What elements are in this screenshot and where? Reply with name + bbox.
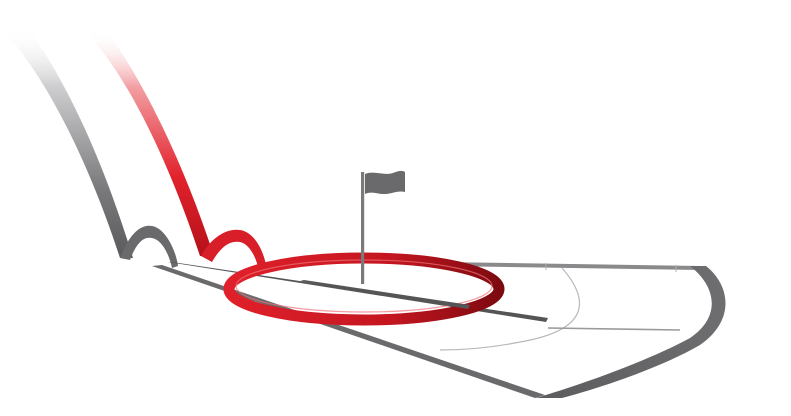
green-back-edge bbox=[440, 262, 700, 270]
green-radial-line bbox=[547, 327, 681, 331]
red-flight-path bbox=[88, 30, 214, 256]
gray-flight-path bbox=[6, 28, 133, 258]
green-left-edge bbox=[152, 265, 545, 398]
gray-bounce-arc bbox=[120, 225, 178, 268]
flag-icon bbox=[361, 170, 405, 284]
gray-ball-trajectory bbox=[6, 28, 178, 268]
green-inner-arc bbox=[439, 267, 580, 351]
red-ball-trajectory bbox=[88, 30, 267, 271]
flag-cloth bbox=[365, 170, 405, 194]
flag-pole bbox=[361, 172, 365, 284]
center-line-front bbox=[300, 280, 470, 309]
red-bounce-arc bbox=[201, 229, 267, 271]
green-right-border bbox=[536, 266, 726, 398]
